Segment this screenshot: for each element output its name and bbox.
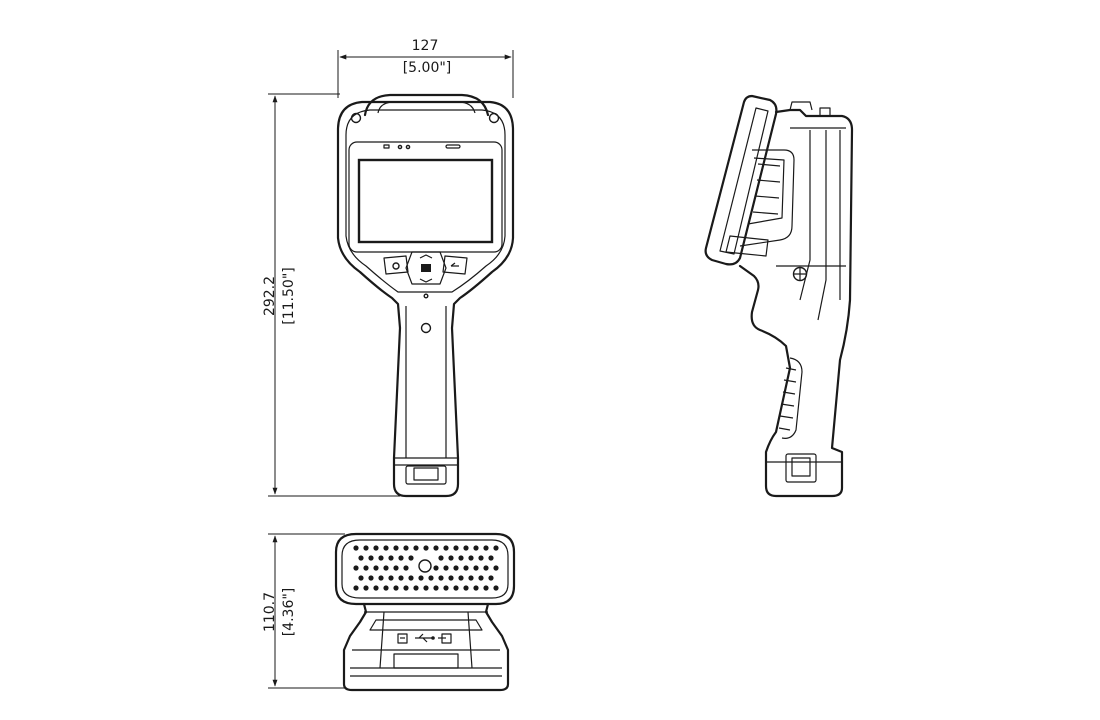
vent-hole — [403, 565, 409, 571]
vent-hole — [453, 545, 459, 551]
vent-hole — [433, 585, 439, 591]
vent-hole — [453, 565, 459, 571]
vent-hole — [408, 555, 414, 561]
vent-hole — [373, 585, 379, 591]
vent-hole — [473, 565, 479, 571]
vent-hole — [458, 575, 464, 581]
vent-hole — [353, 565, 359, 571]
vent-hole — [388, 555, 394, 561]
vent-hole — [353, 545, 359, 551]
vent-hole — [403, 585, 409, 591]
vent-hole — [483, 585, 489, 591]
vent-hole — [478, 575, 484, 581]
width-in-label: [5.00"] — [403, 60, 452, 76]
depth-in-label: [4.36"] — [281, 588, 297, 637]
vent-hole — [488, 555, 494, 561]
vent-hole — [433, 565, 439, 571]
vent-hole — [393, 545, 399, 551]
vent-hole — [438, 575, 444, 581]
vent-hole — [398, 575, 404, 581]
video-out-icon — [438, 633, 452, 644]
vent-hole — [493, 545, 499, 551]
power-icon — [392, 262, 400, 270]
front-view — [336, 93, 515, 498]
vent-hole — [363, 565, 369, 571]
usb-icon — [415, 633, 435, 643]
vent-hole — [383, 565, 389, 571]
width-dimension: 127 [5.00"] — [337, 38, 514, 98]
vent-hole — [433, 545, 439, 551]
vent-hole — [388, 575, 394, 581]
screen-port-icon — [397, 633, 408, 644]
vent-hole — [398, 555, 404, 561]
vent-hole — [393, 585, 399, 591]
vent-hole — [368, 575, 374, 581]
vent-hole — [463, 585, 469, 591]
ok-icon — [421, 264, 431, 272]
vent-hole — [423, 585, 429, 591]
vent-hole — [453, 585, 459, 591]
vent-hole — [478, 555, 484, 561]
vent-hole — [448, 555, 454, 561]
vent-hole — [358, 575, 364, 581]
vent-hole — [458, 555, 464, 561]
vent-hole — [373, 565, 379, 571]
vent-hole — [468, 575, 474, 581]
width-mm-label: 127 — [412, 38, 439, 54]
vent-hole — [483, 565, 489, 571]
vent-hole — [383, 585, 389, 591]
side-view — [704, 94, 854, 498]
vent-hole — [473, 585, 479, 591]
vent-hole — [488, 575, 494, 581]
top-view — [334, 532, 516, 692]
back-icon — [450, 262, 459, 267]
vent-hole — [383, 545, 389, 551]
vent-hole — [418, 575, 424, 581]
vent-hole — [463, 565, 469, 571]
vent-hole — [378, 555, 384, 561]
vent-hole — [443, 585, 449, 591]
vent-hole — [358, 555, 364, 561]
vent-hole — [428, 575, 434, 581]
screen-icon — [357, 158, 494, 244]
vent-hole — [468, 555, 474, 561]
height-mm-label: 292.2 — [262, 276, 278, 316]
vent-hole — [463, 545, 469, 551]
vent-hole — [448, 575, 454, 581]
vent-hole — [403, 545, 409, 551]
vent-hole — [363, 585, 369, 591]
vent-hole — [493, 585, 499, 591]
depth-mm-label: 110.7 — [262, 592, 278, 632]
vent-hole — [438, 555, 444, 561]
vent-hole — [413, 545, 419, 551]
vent-hole — [413, 585, 419, 591]
vent-hole — [443, 545, 449, 551]
vent-hole — [373, 545, 379, 551]
vent-hole — [443, 565, 449, 571]
height-dimension: 292.2 [11.50"] — [262, 93, 400, 497]
vent-hole — [473, 545, 479, 551]
vent-hole — [423, 545, 429, 551]
vent-hole — [493, 565, 499, 571]
height-in-label: [11.50"] — [281, 267, 297, 324]
vent-hole — [363, 545, 369, 551]
vent-hole — [378, 575, 384, 581]
depth-dimension: 110.7 [4.36"] — [262, 533, 345, 689]
vent-hole — [353, 585, 359, 591]
vent-hole — [368, 555, 374, 561]
vent-hole — [408, 575, 414, 581]
vent-hole — [483, 545, 489, 551]
vent-hole — [393, 565, 399, 571]
